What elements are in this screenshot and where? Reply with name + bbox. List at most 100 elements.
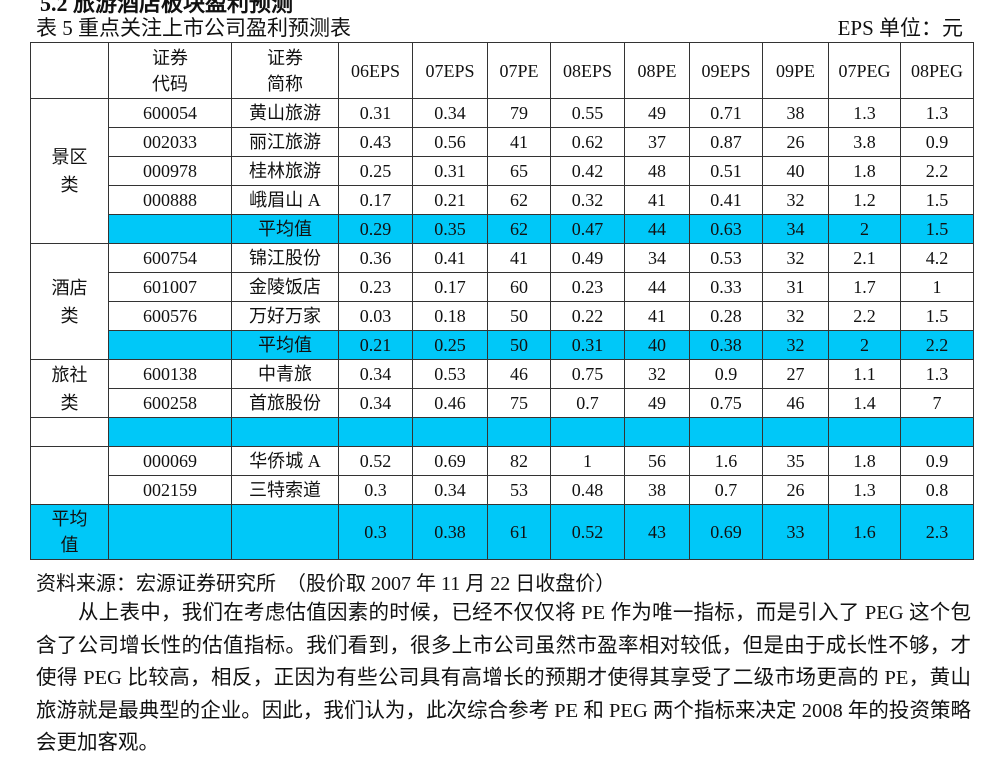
table-cell: 1.3 [828, 98, 901, 128]
table-cell: 0.75 [689, 388, 763, 418]
table-cell: 0.35 [412, 214, 488, 244]
table-cell: 38 [762, 98, 829, 128]
table-cell: 0.43 [338, 127, 413, 157]
table-cell: 002159 [108, 475, 232, 505]
table-cell: 27 [762, 359, 829, 389]
table-cell [231, 417, 339, 447]
table-cell: 0.29 [338, 214, 413, 244]
table-cell: 三特索道 [231, 475, 339, 505]
column-header: 07EPS [412, 42, 488, 99]
table-cell: 2 [828, 330, 901, 360]
table-cell: 0.71 [689, 98, 763, 128]
table-cell: 1.8 [828, 446, 901, 476]
table-cell: 0.52 [338, 446, 413, 476]
table-cell: 002033 [108, 127, 232, 157]
table-cell: 000069 [108, 446, 232, 476]
column-header: 08PEG [900, 42, 974, 99]
table-cell: 61 [487, 504, 551, 560]
table-cell: 41 [487, 243, 551, 273]
table-cell [900, 417, 974, 447]
table-cell: 2.2 [828, 301, 901, 331]
column-header: 06EPS [338, 42, 413, 99]
table-cell: 0.31 [550, 330, 625, 360]
table-cell: 79 [487, 98, 551, 128]
table-cell [108, 214, 232, 244]
table-cell: 1.5 [900, 301, 974, 331]
table-cell: 26 [762, 475, 829, 505]
table-cell: 0.34 [338, 359, 413, 389]
table-cell: 2 [828, 214, 901, 244]
table-cell: 41 [487, 127, 551, 157]
table-cell: 0.03 [338, 301, 413, 331]
source-note: 资料来源：宏源证券研究所 （股价取 2007 年 11 月 22 日收盘价） [36, 573, 616, 595]
table-cell: 金陵饭店 [231, 272, 339, 302]
table-cell: 65 [487, 156, 551, 186]
table-cell: 56 [624, 446, 690, 476]
table-cell: 4.2 [900, 243, 974, 273]
column-header: 证券简称 [231, 42, 339, 99]
table-cell: 44 [624, 214, 690, 244]
table-cell: 1.6 [828, 504, 901, 560]
table-cell: 0.22 [550, 301, 625, 331]
table-cell: 1.5 [900, 214, 974, 244]
table-cell: 32 [624, 359, 690, 389]
table-cell: 1.7 [828, 272, 901, 302]
table-cell: 0.25 [338, 156, 413, 186]
table-cell: 46 [487, 359, 551, 389]
table-cell: 1.8 [828, 156, 901, 186]
table-cell: 0.47 [550, 214, 625, 244]
table-cell: 0.38 [412, 504, 488, 560]
table-cell: 48 [624, 156, 690, 186]
table-cell: 0.49 [550, 243, 625, 273]
table-cell: 0.46 [412, 388, 488, 418]
table-cell: 桂林旅游 [231, 156, 339, 186]
group-label: 景区类 [30, 98, 109, 244]
table-cell: 49 [624, 98, 690, 128]
table-cell: 1 [900, 272, 974, 302]
table-cell: 0.63 [689, 214, 763, 244]
table-cell: 40 [624, 330, 690, 360]
table-cell: 46 [762, 388, 829, 418]
table-cell: 601007 [108, 272, 232, 302]
table-cell: 0.56 [412, 127, 488, 157]
table-cell: 7 [900, 388, 974, 418]
table-cell: 32 [762, 185, 829, 215]
table-cell: 1.3 [900, 359, 974, 389]
table-cell: 0.36 [338, 243, 413, 273]
table-cell [689, 417, 763, 447]
table-cell: 2.2 [900, 156, 974, 186]
table-cell: 38 [624, 475, 690, 505]
table-cell [108, 417, 232, 447]
table-cell: 41 [624, 185, 690, 215]
table-cell: 0.9 [689, 359, 763, 389]
column-header: 07PEG [828, 42, 901, 99]
table-cell [412, 417, 488, 447]
table-cell: 82 [487, 446, 551, 476]
table-cell: 41 [624, 301, 690, 331]
table-cell: 2.1 [828, 243, 901, 273]
table-cell: 0.3 [338, 475, 413, 505]
table-cell: 600754 [108, 243, 232, 273]
table-cell [550, 417, 625, 447]
table-cell: 60 [487, 272, 551, 302]
table-cell: 1.6 [689, 446, 763, 476]
table-cell: 0.75 [550, 359, 625, 389]
table-cell: 首旅股份 [231, 388, 339, 418]
table-cell: 34 [624, 243, 690, 273]
table-cell: 黄山旅游 [231, 98, 339, 128]
table-cell: 0.69 [689, 504, 763, 560]
table-cell: 丽江旅游 [231, 127, 339, 157]
table-cell: 0.34 [412, 475, 488, 505]
table-cell: 600054 [108, 98, 232, 128]
table-cell [108, 330, 232, 360]
